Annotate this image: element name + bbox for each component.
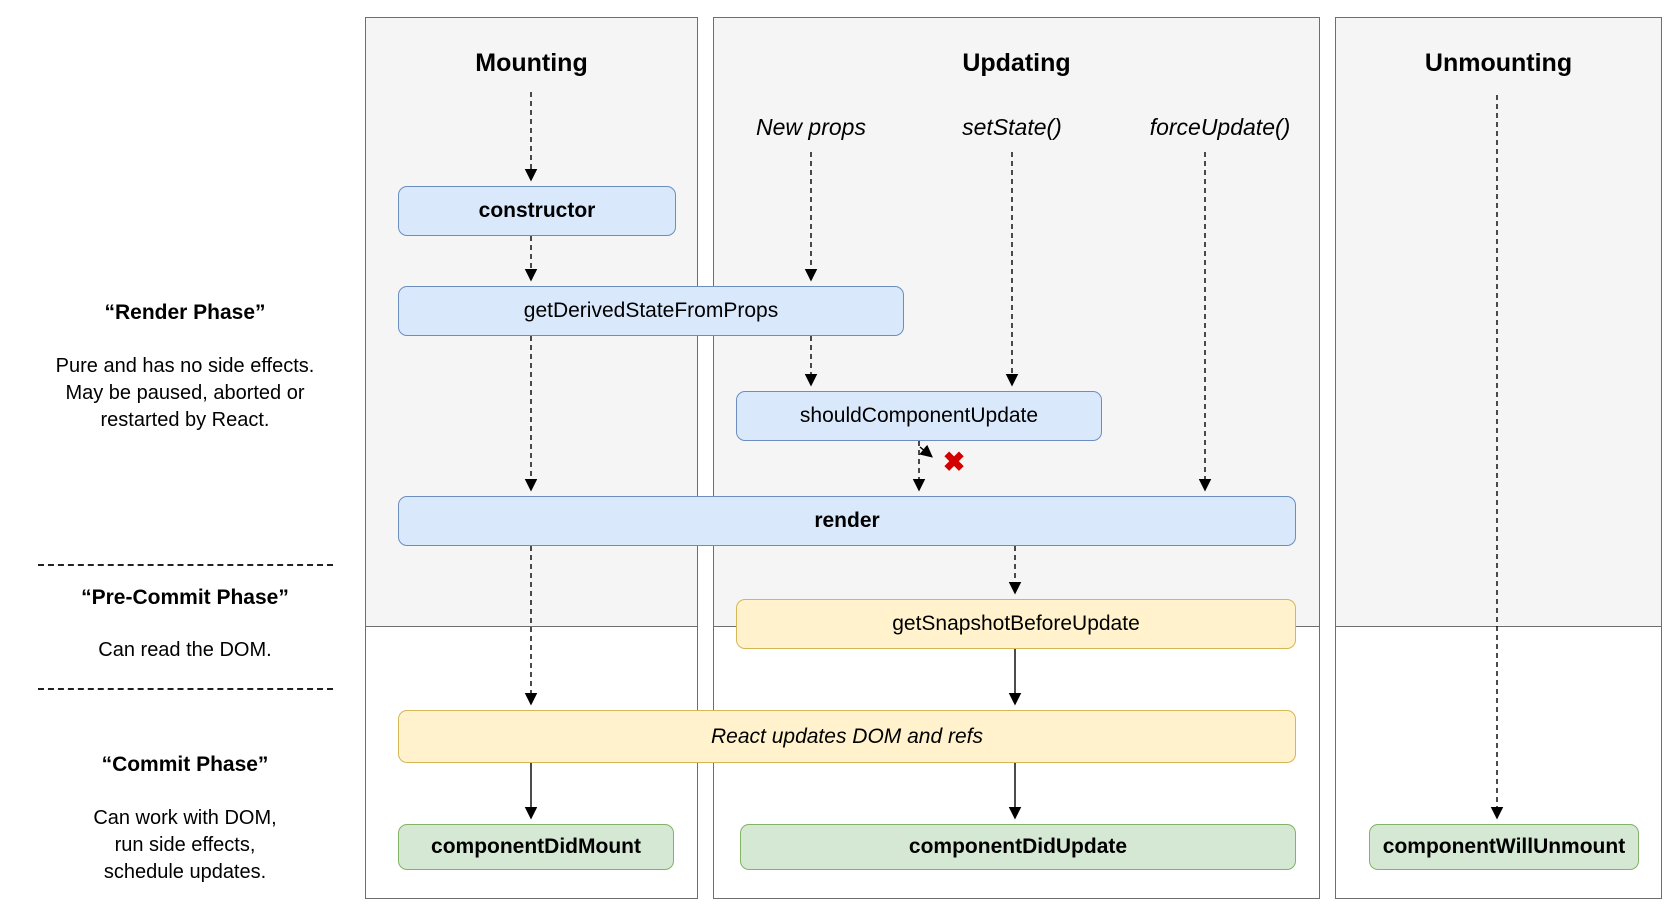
render-phase-line-3: restarted by React. bbox=[100, 409, 270, 431]
node-componentdidmount[interactable]: componentDidMount bbox=[398, 824, 674, 870]
updating-column-title: Updating bbox=[962, 49, 1071, 77]
node-constructor[interactable]: constructor bbox=[398, 186, 676, 236]
render-phase-description: Pure and has no side effects. May be pau… bbox=[30, 353, 340, 434]
node-shouldcomponentupdate[interactable]: shouldComponentUpdate bbox=[736, 391, 1102, 441]
pre-commit-phase-title: “Pre-Commit Phase” bbox=[81, 586, 289, 609]
arrow-shouldcomponentupdate-abort-branch bbox=[919, 444, 933, 458]
commit-line-1: Can work with DOM, bbox=[93, 807, 277, 829]
render-phase-line-1: Pure and has no side effects. bbox=[55, 355, 315, 377]
phase-divider bbox=[38, 688, 333, 690]
node-react-updates-dom-and-refs: React updates DOM and refs bbox=[398, 710, 1296, 763]
pre-commit-line-1: Can read the DOM. bbox=[98, 639, 272, 661]
node-componentdidupdate[interactable]: componentDidUpdate bbox=[740, 824, 1296, 870]
abort-x-icon: ✖ bbox=[942, 447, 966, 477]
unmounting-column: Unmounting bbox=[1335, 17, 1662, 899]
trigger-setstate: setState() bbox=[962, 114, 1062, 140]
node-render[interactable]: render bbox=[398, 496, 1296, 546]
commit-line-3: schedule updates. bbox=[103, 861, 267, 883]
unmounting-column-title: Unmounting bbox=[1424, 49, 1573, 77]
node-componentwillunmount[interactable]: componentWillUnmount bbox=[1369, 824, 1639, 870]
trigger-forceupdate: forceUpdate() bbox=[1149, 114, 1291, 140]
node-getsnapshotbeforeupdate[interactable]: getSnapshotBeforeUpdate bbox=[736, 599, 1296, 649]
render-phase-title: “Render Phase” bbox=[104, 301, 266, 324]
commit-phase-title: “Commit Phase” bbox=[101, 753, 269, 776]
node-getderivedstatefromprops[interactable]: getDerivedStateFromProps bbox=[398, 286, 904, 336]
pre-commit-phase-description: Can read the DOM. bbox=[30, 637, 340, 664]
render-phase-line-2: May be paused, aborted or bbox=[65, 382, 305, 404]
phase-divider bbox=[38, 564, 333, 566]
unmounting-render-phase-zone bbox=[1336, 18, 1661, 627]
mounting-column-title: Mounting bbox=[475, 49, 588, 77]
commit-line-2: run side effects, bbox=[114, 834, 256, 856]
trigger-new-props: New props bbox=[756, 114, 866, 140]
commit-phase-description: Can work with DOM, run side effects, sch… bbox=[30, 805, 340, 886]
